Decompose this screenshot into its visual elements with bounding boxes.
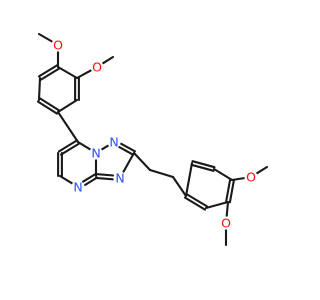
triazole-nitrogen-bridgehead: N [89,146,103,161]
bond-n3-c8a-a [95,173,115,177]
pyrimidine-nitrogen-label: N [73,180,82,195]
bond-n8-n1 [100,144,110,151]
bond-n1-c2-b [119,142,136,153]
bond-o1-m1 [37,32,53,43]
bond-b3-b4-b [228,179,235,204]
bond-c7-n8 [76,140,92,151]
triazole-nitrogen-n3-background [113,171,127,185]
bond-b6-b1 [184,161,194,198]
methoxy-oxygen-top-left: O [51,38,65,53]
methoxy-oxygen-top-left-label: O [53,38,63,53]
bond-a1-a2 [37,76,42,102]
methoxy-oxygen-right-meta: O [219,216,233,231]
triazole-nitrogen-bridgehead-background [89,146,103,160]
bond-a6-a1-b [39,67,61,81]
methoxy-oxygen-top-right-background [90,60,104,74]
triazole-nitrogen-bridgehead-label: N [91,146,100,161]
bond-b5-b6-a [185,193,209,208]
bond-o2-m2 [101,55,115,65]
bond-n1-c2-a [118,145,135,156]
bond-a5-a6 [56,65,79,80]
methoxy-oxygen-top-right: O [90,60,104,75]
bond-a3-a4 [56,98,79,114]
methoxy-oxygen-right-para-label: O [246,170,256,185]
bond-c6-c7-b [57,139,79,153]
bond-a5-o2 [75,69,92,80]
bond-n3-c8a-b [94,176,114,181]
triazole-nitrogen-n1: N [107,135,121,150]
bond-e2-b6 [171,175,188,198]
bond-b4-b5 [204,200,230,210]
bond-a2-a3-a [36,100,59,115]
triazole-nitrogen-n3: N [113,171,127,186]
triazole-nitrogen-n1-background [107,135,121,149]
methoxy-oxygen-top-right-label: O [92,60,102,75]
bond-c6-c7-a [59,142,81,156]
methoxy-oxygen-right-meta-label: O [221,216,231,231]
bond-c8a-n4-b [83,176,99,187]
bond-o3-m3 [255,165,269,175]
pyrimidine-nitrogen: N [71,180,85,195]
methoxy-oxygen-right-meta-background [219,216,233,230]
bond-a3-c7 [56,110,80,144]
bond-layer [36,32,269,247]
bond-a2-a3-b [38,97,61,112]
bond-b1-b2-b [191,160,216,169]
methoxy-oxygen-right-para: O [244,170,258,185]
bond-a6-a1-a [37,64,59,78]
bond-b1-b2-a [190,163,215,172]
methoxy-oxygen-right-para-background [244,170,258,184]
triazole-nitrogen-n3-label: N [115,171,124,186]
bond-e1-e2 [148,168,175,179]
bond-b3-b4-a [225,178,232,203]
bond-c8a-n4-a [81,173,97,183]
bond-c2-n3 [122,151,136,173]
pyrimidine-nitrogen-background [71,180,85,194]
bond-b4-o4 [225,200,230,218]
bond-n4-c5 [58,174,74,185]
methoxy-oxygen-top-left-background [51,38,65,52]
bond-b2-b3 [212,167,234,182]
bond-b5-b6-b [183,196,207,211]
triazole-nitrogen-n1-label: N [109,135,118,150]
bond-c2-e1 [132,151,152,172]
bond-b3-o3 [230,177,246,182]
